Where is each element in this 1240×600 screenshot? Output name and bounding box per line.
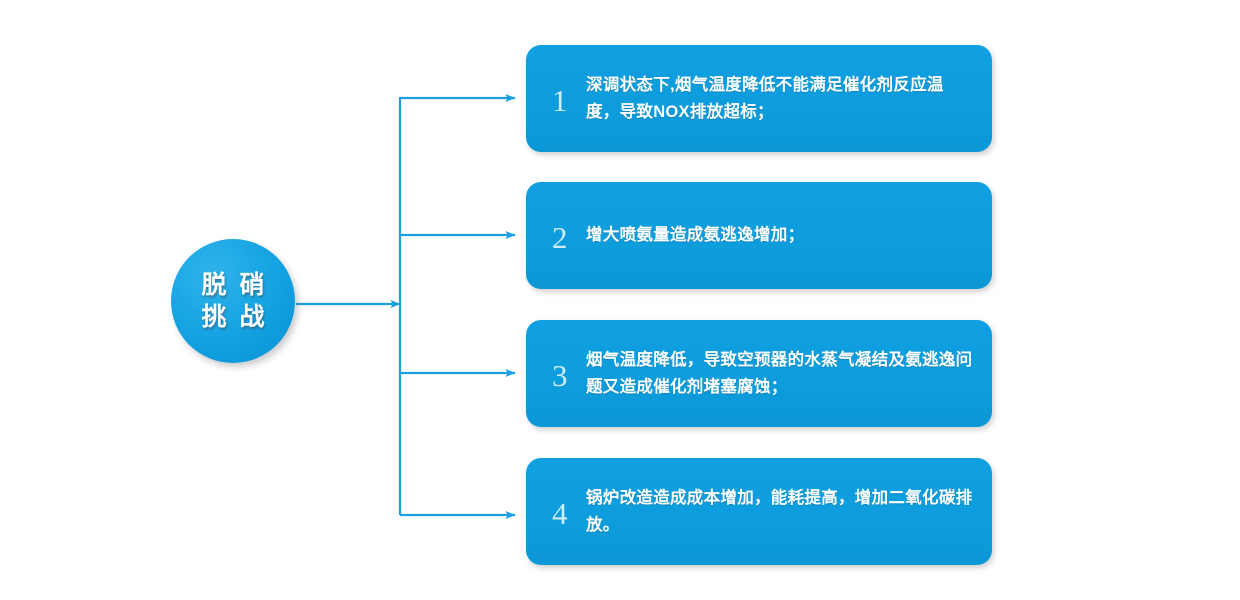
challenge-text-3: 烟气温度降低，导致空预器的水蒸气凝结及氨逃逸问题又造成催化剂堵塞腐蚀；	[586, 350, 973, 396]
challenge-number-2: 2	[552, 220, 568, 255]
challenge-text-2: 增大喷氨量造成氨逃逸增加；	[586, 226, 805, 245]
challenge-text-4: 锅炉改造造成成本增加，能耗提高，增加二氧化碳排放。	[586, 488, 973, 534]
challenge-number-1: 1	[552, 83, 568, 118]
hub-title-line-1: 脱 硝	[201, 271, 268, 299]
challenge-number-3: 3	[552, 358, 568, 393]
hub-circle: 脱 硝 挑 战	[171, 239, 295, 363]
challenge-number-4: 4	[552, 496, 568, 531]
challenge-box-1: 1 深调状态下,烟气温度降低不能满足催化剂反应温度，导致NOX排放超标；	[526, 45, 992, 152]
challenge-box-4: 4 锅炉改造造成成本增加，能耗提高，增加二氧化碳排放。	[526, 458, 992, 565]
challenge-text-1: 深调状态下,烟气温度降低不能满足催化剂反应温度，导致NOX排放超标；	[586, 75, 944, 121]
hub-title-line-2: 挑 战	[201, 303, 268, 331]
challenge-box-2: 2 增大喷氨量造成氨逃逸增加；	[526, 182, 992, 289]
challenge-box-3: 3 烟气温度降低，导致空预器的水蒸气凝结及氨逃逸问题又造成催化剂堵塞腐蚀；	[526, 320, 992, 427]
